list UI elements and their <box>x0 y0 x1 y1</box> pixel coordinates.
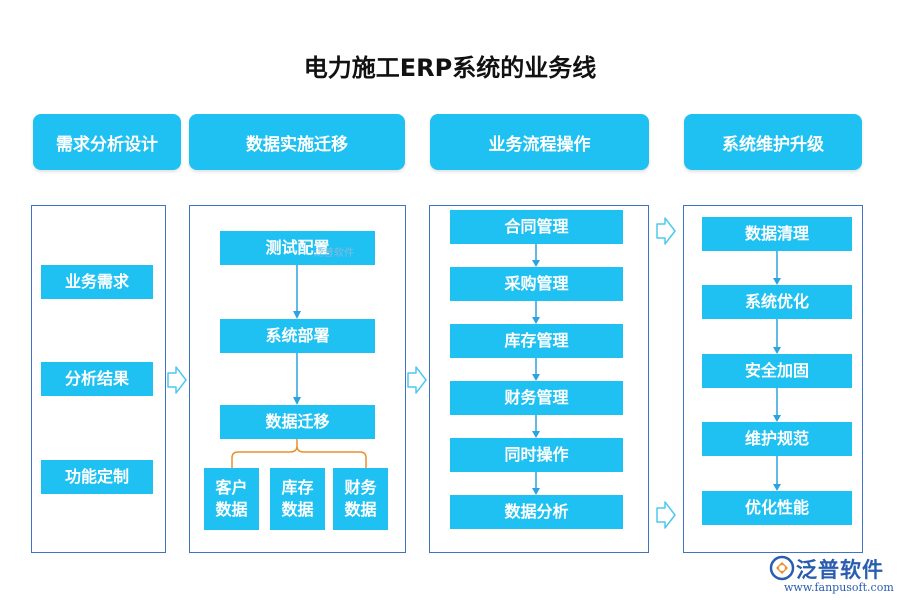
box-inventory-data: 库存 数据 <box>270 468 325 530</box>
box-deployment: 系统部署 <box>220 319 375 353</box>
box-security-harden: 安全加固 <box>702 354 852 388</box>
phase-header-2: 数据实施迁移 <box>189 114 405 170</box>
page-title: 电力施工ERP系统的业务线 <box>303 54 597 82</box>
flow-arrow-icon <box>656 501 676 529</box>
brand-logo: 泛普软件 www.fanpusoft.com <box>768 554 898 600</box>
col3-arrowheads <box>532 260 540 495</box>
col4-arrowheads <box>773 278 781 491</box>
box-function-custom: 功能定制 <box>41 460 153 494</box>
box-business-needs: 业务需求 <box>41 265 153 299</box>
arrowhead-icon <box>293 311 301 319</box>
fanpu-logo-icon <box>769 555 795 581</box>
phase-header-1: 需求分析设计 <box>33 114 181 170</box>
box-data-migration: 数据迁移 <box>220 405 375 439</box>
inventory-data-line2: 数据 <box>281 500 314 519</box>
phase-header-3: 业务流程操作 <box>430 114 649 170</box>
inventory-data-line1: 库存 <box>281 478 314 498</box>
box-data-cleanup: 数据清理 <box>702 217 852 251</box>
bracket-data-types <box>231 439 367 468</box>
box-data-analysis: 数据分析 <box>450 495 623 529</box>
box-analysis-result: 分析结果 <box>41 362 153 396</box>
finance-data-line1: 财务 <box>344 478 377 498</box>
customer-data-line1: 客户 <box>215 478 248 498</box>
phase-header-4: 系统维护升级 <box>684 114 862 170</box>
box-finance-data: 财务 数据 <box>333 468 388 530</box>
flow-arrow-icon <box>656 217 676 245</box>
arrowhead-icon <box>293 397 301 405</box>
brand-url: www.fanpusoft.com <box>784 581 894 594</box>
flow-arrow-icon <box>407 366 427 394</box>
brand-name: 泛普软件 <box>796 558 884 582</box>
watermark-text: 泛普软件 <box>314 248 354 259</box>
customer-data-line2: 数据 <box>215 500 248 519</box>
box-contract-mgmt: 合同管理 <box>450 210 623 244</box>
box-purchase-mgmt: 采购管理 <box>450 267 623 301</box>
box-maint-standard: 维护规范 <box>702 422 852 456</box>
box-optimize-perf: 优化性能 <box>702 491 852 525</box>
box-system-optimize: 系统优化 <box>702 285 852 319</box>
box-finance-mgmt: 财务管理 <box>450 381 623 415</box>
box-inventory-mgmt: 库存管理 <box>450 324 623 358</box>
flow-arrow-icon <box>167 366 187 394</box>
finance-data-line2: 数据 <box>344 500 377 519</box>
box-test-config: 测试配置 <box>220 231 375 265</box>
box-simultaneous-op: 同时操作 <box>450 438 623 472</box>
box-customer-data: 客户 数据 <box>204 468 259 530</box>
